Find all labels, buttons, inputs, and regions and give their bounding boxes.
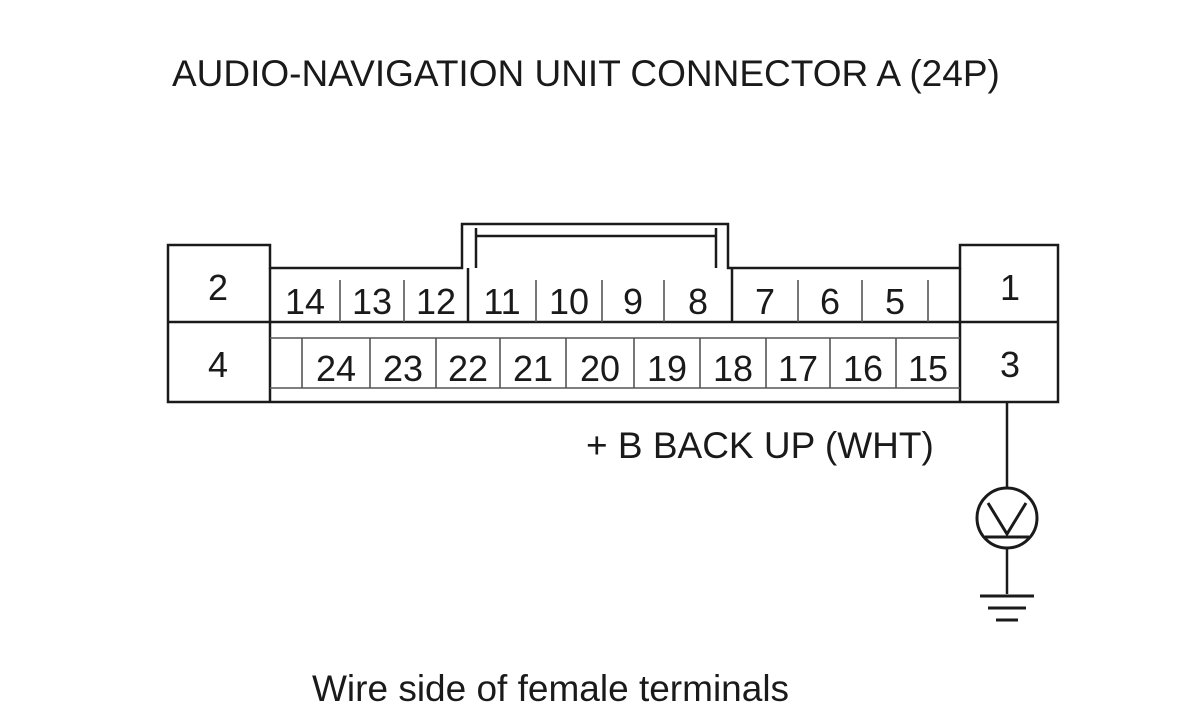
terminal-4: 4 (208, 344, 228, 385)
ground-icon (980, 594, 1034, 622)
connector-body (166, 222, 1060, 404)
terminal-9: 9 (623, 281, 643, 322)
terminal-15: 15 (908, 348, 948, 389)
terminal-8: 8 (688, 281, 708, 322)
terminal-6: 6 (820, 281, 840, 322)
bottom-row-separators (301, 338, 897, 388)
terminal-21: 21 (513, 348, 553, 389)
terminal-16: 16 (843, 348, 883, 389)
diagram-title: AUDIO-NAVIGATION UNIT CONNECTOR A (24P) (172, 53, 1000, 94)
top-row-pins: 14 13 12 11 10 9 8 7 6 5 (285, 281, 905, 322)
terminal-7: 7 (755, 281, 775, 322)
terminal-13: 13 (352, 281, 392, 322)
terminal-3: 3 (1000, 344, 1020, 385)
wire-label: + B BACK UP (WHT) (586, 425, 934, 466)
terminal-10: 10 (549, 281, 589, 322)
terminal-18: 18 (713, 348, 753, 389)
terminal-22: 22 (448, 348, 488, 389)
terminal-23: 23 (383, 348, 423, 389)
terminal-24: 24 (316, 348, 356, 389)
voltmeter-icon (975, 486, 1039, 550)
terminal-12: 12 (416, 281, 456, 322)
terminal-20: 20 (580, 348, 620, 389)
terminal-17: 17 (778, 348, 818, 389)
terminal-1: 1 (1000, 267, 1020, 308)
diagram-caption: Wire side of female terminals (312, 668, 789, 709)
terminal-5: 5 (885, 281, 905, 322)
terminal-2: 2 (208, 267, 228, 308)
terminal-11: 11 (483, 281, 520, 322)
bottom-row-pins: 24 23 22 21 20 19 18 17 16 15 (316, 348, 948, 389)
top-row-separators (339, 268, 929, 322)
terminal-19: 19 (647, 348, 687, 389)
terminal-14: 14 (285, 281, 325, 322)
